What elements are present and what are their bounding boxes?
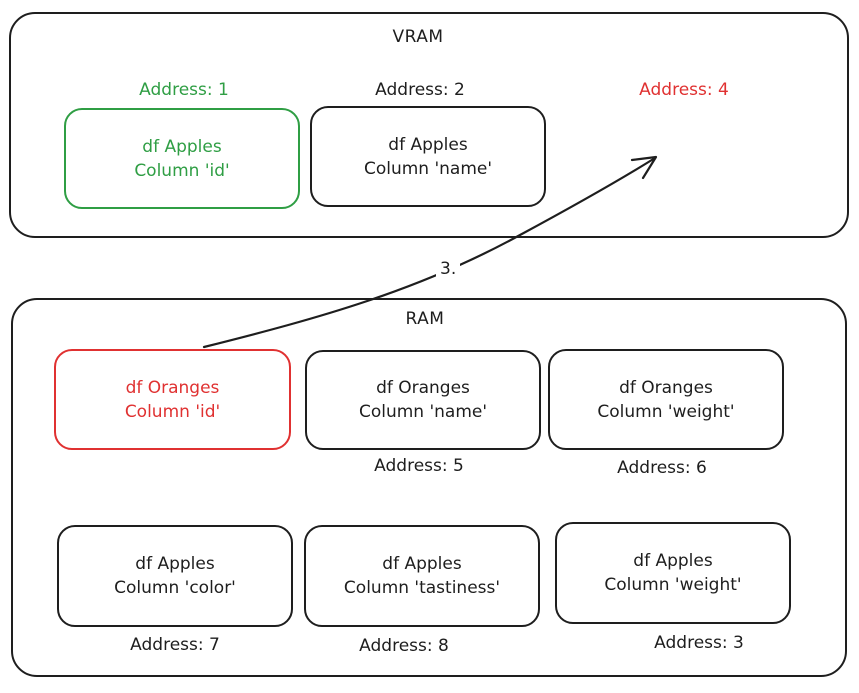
ram-address-3: Address: 3	[654, 633, 744, 653]
block-line-2: Column 'name'	[363, 158, 493, 179]
block-line-2: Column 'id'	[124, 401, 221, 422]
vram-address-2: Address: 2	[375, 80, 465, 100]
block-line-2: Column 'tastiness'	[343, 578, 501, 598]
ram-title: RAM	[405, 309, 445, 329]
block-line-1: df Oranges	[125, 377, 220, 398]
vram-block-apples-id: df Apples Column 'id'	[64, 108, 300, 209]
vram-address-4: Address: 4	[639, 80, 729, 100]
vram-title: VRAM	[392, 27, 444, 47]
arrow-step-label: 3.	[436, 259, 461, 279]
block-line-1: df Apples	[633, 551, 713, 571]
block-line-1: df Apples	[142, 136, 222, 157]
ram-block-apples-tastiness: df Apples Column 'tastiness'	[304, 525, 540, 627]
ram-block-oranges-name: df Oranges Column 'name'	[305, 350, 541, 450]
block-line-2: Column 'weight'	[597, 401, 735, 422]
ram-address-7: Address: 7	[130, 635, 220, 655]
block-line-1: df Oranges	[376, 378, 470, 398]
block-line-1: df Apples	[382, 554, 462, 574]
ram-block-apples-weight: df Apples Column 'weight'	[555, 522, 791, 624]
ram-block-oranges-weight: df Oranges Column 'weight'	[548, 349, 784, 450]
vram-address-1: Address: 1	[139, 80, 229, 100]
block-line-1: df Oranges	[619, 377, 713, 398]
vram-block-apples-name: df Apples Column 'name'	[310, 106, 546, 207]
ram-address-5: Address: 5	[374, 456, 464, 476]
block-line-2: Column 'color'	[114, 578, 236, 598]
ram-address-6: Address: 6	[617, 458, 707, 478]
block-line-2: Column 'id'	[134, 160, 230, 181]
ram-block-oranges-id: df Oranges Column 'id'	[54, 349, 291, 450]
block-line-1: df Apples	[388, 134, 468, 155]
ram-block-apples-color: df Apples Column 'color'	[57, 525, 293, 627]
block-line-2: Column 'weight'	[604, 575, 742, 595]
block-line-1: df Apples	[135, 554, 215, 574]
ram-address-8: Address: 8	[359, 636, 449, 656]
block-line-2: Column 'name'	[358, 402, 488, 422]
